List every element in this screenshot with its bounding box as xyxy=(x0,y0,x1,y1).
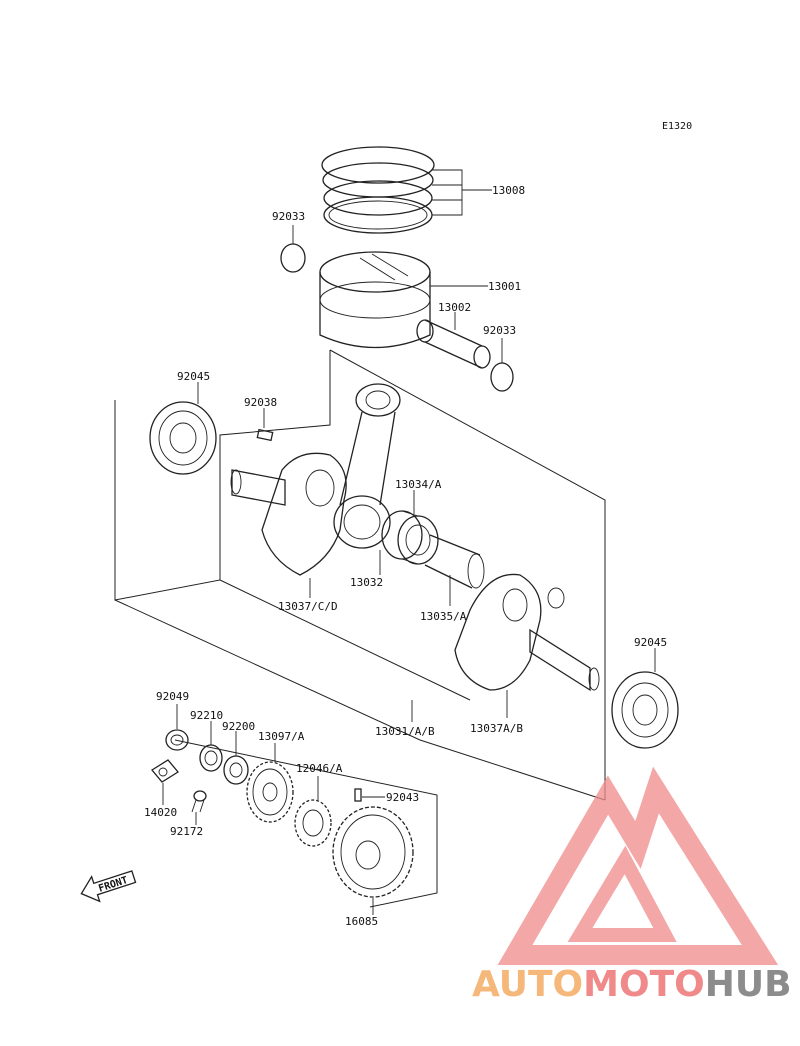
key-icon xyxy=(256,428,274,442)
label-13031ab: 13031/A/B xyxy=(375,725,435,738)
leader-13008 xyxy=(432,169,492,216)
label-92033-right: 92033 xyxy=(483,324,516,337)
label-13008: 13008 xyxy=(492,184,525,197)
label-92045-right: 92045 xyxy=(634,636,667,649)
label-13035a: 13035/A xyxy=(420,610,467,623)
label-13097a: 13097/A xyxy=(258,730,305,743)
label-13032: 13032 xyxy=(350,576,383,589)
front-arrow-icon: FRONT xyxy=(80,870,137,903)
oil-seal-icon xyxy=(165,729,189,751)
label-13002: 13002 xyxy=(438,301,471,314)
crank-pin-icon xyxy=(424,534,485,589)
label-13037cd: 13037/C/D xyxy=(278,600,338,613)
nut-icon xyxy=(199,744,223,772)
plate-icon xyxy=(151,759,179,783)
watermark-moto: MOTO xyxy=(583,964,705,1005)
circlip-left-icon xyxy=(280,243,306,273)
label-92045-left: 92045 xyxy=(177,370,210,383)
washer-icon xyxy=(223,755,249,785)
piston-icon xyxy=(319,251,431,349)
crankshaft-frame xyxy=(114,349,606,801)
piston-pin-icon xyxy=(416,319,491,369)
label-92049: 92049 xyxy=(156,690,189,703)
bearing-right-icon xyxy=(611,671,679,749)
bearing-left-icon xyxy=(149,401,217,475)
label-13001: 13001 xyxy=(488,280,521,293)
crank-web-right-icon xyxy=(454,573,600,692)
front-label: FRONT xyxy=(97,875,129,895)
watermark-text: AUTOMOTOHUB xyxy=(472,964,792,1005)
circlip-right-icon xyxy=(490,362,514,392)
label-92210: 92210 xyxy=(190,709,223,722)
screw-icon xyxy=(191,790,207,813)
piston-rings xyxy=(321,146,435,234)
label-13034a: 13034/A xyxy=(395,478,442,491)
watermark-logo xyxy=(497,766,779,965)
label-92033-left: 92033 xyxy=(272,210,305,223)
gear-16085-icon xyxy=(332,806,414,898)
label-92172: 92172 xyxy=(170,825,203,838)
label-16085: 16085 xyxy=(345,915,378,928)
diagram-code: E1320 xyxy=(662,121,692,132)
pin-icon xyxy=(354,788,362,802)
watermark-auto: AUTO xyxy=(472,964,583,1005)
sprocket-12046-icon xyxy=(294,799,332,847)
label-92038: 92038 xyxy=(244,396,277,409)
label-92200: 92200 xyxy=(222,720,255,733)
crank-web-left-icon xyxy=(230,452,347,576)
watermark-hub: HUB xyxy=(705,964,792,1005)
label-13037ab: 13037A/B xyxy=(470,722,523,735)
gear-frame xyxy=(174,739,438,908)
label-92043: 92043 xyxy=(386,791,419,804)
label-12046a: 12046/A xyxy=(296,762,343,775)
needle-bearing-icon xyxy=(381,510,439,565)
connecting-rod-icon xyxy=(333,383,401,549)
gear-13097-icon xyxy=(246,761,294,823)
label-14020: 14020 xyxy=(144,806,177,819)
